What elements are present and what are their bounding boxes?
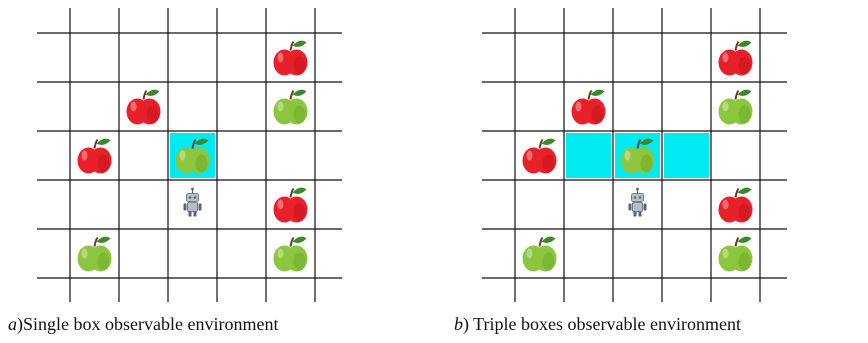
green-apple-icon (718, 89, 753, 125)
red-apple-icon (718, 187, 753, 223)
grid-world-a (37, 8, 342, 302)
red-apple-icon (77, 138, 112, 174)
green-apple-icon (620, 138, 655, 174)
grid-lines (482, 8, 787, 302)
grid-lines (37, 8, 342, 302)
panel-a-single-box: a)Single box observable environment (8, 8, 342, 335)
caption-a-letter: a (8, 314, 17, 334)
caption-b-letter: b (454, 314, 463, 334)
panel-b-triple-boxes: b) Triple boxes observable environment (434, 0, 868, 343)
green-apple-icon (273, 89, 308, 125)
red-apple-icon (273, 187, 308, 223)
caption-b-text: ) Triple boxes observable environment (463, 314, 741, 334)
caption-b: b) Triple boxes observable environment (454, 314, 741, 335)
green-apple-icon (175, 138, 210, 174)
red-apple-icon (273, 40, 308, 76)
robot-agent-icon (628, 187, 647, 217)
red-apple-icon (571, 89, 606, 125)
green-apple-icon (77, 236, 112, 272)
red-apple-icon (126, 89, 161, 125)
green-apple-icon (273, 236, 308, 272)
red-apple-icon (718, 40, 753, 76)
caption-a-text: )Single box observable environment (17, 314, 279, 334)
grid-world-b (482, 8, 787, 302)
red-apple-icon (522, 138, 557, 174)
caption-a: a)Single box observable environment (8, 314, 278, 335)
observed-box (566, 133, 611, 178)
robot-agent-icon (183, 187, 202, 217)
observed-box (664, 133, 709, 178)
green-apple-icon (718, 236, 753, 272)
green-apple-icon (522, 236, 557, 272)
